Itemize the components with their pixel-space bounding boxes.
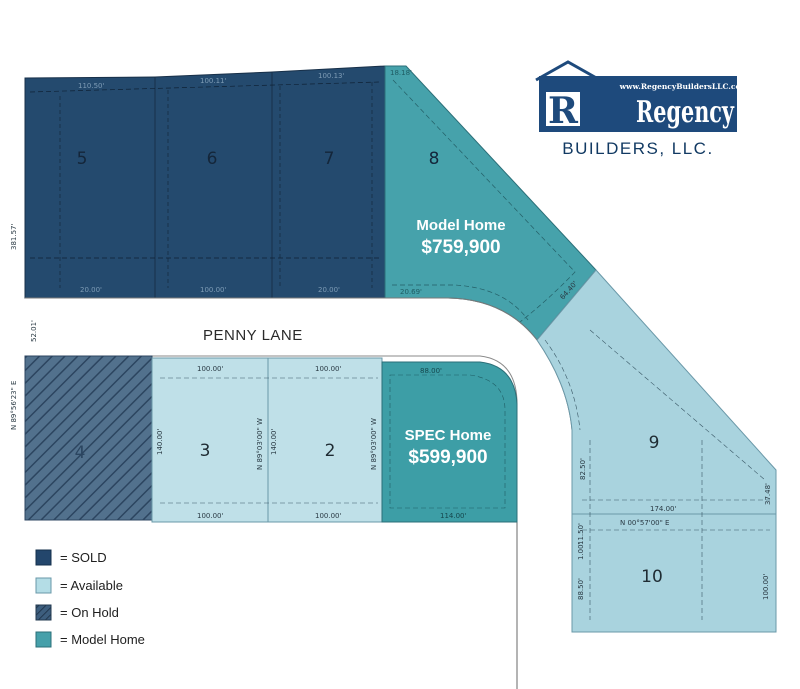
north-block <box>24 65 597 341</box>
house-roof-icon <box>535 60 601 82</box>
dim-lot10-left: 88.50' <box>577 578 585 600</box>
dim-lot7-bottom: 20.00' <box>318 286 340 294</box>
dim-lot2-side: 140.00' <box>270 429 278 455</box>
lot-6-label: 6 <box>207 149 218 169</box>
dim-bearing-lot3: N 89°03'00" W <box>256 418 264 470</box>
dim-lot8-top: 18.18' <box>390 69 412 77</box>
lot-2-parcel[interactable] <box>267 357 383 523</box>
lot-3-parcel[interactable] <box>151 357 269 523</box>
model-home-callout: Model Home $759,900 <box>416 217 505 258</box>
spec-home-title: SPEC Home <box>405 427 492 444</box>
legend-label-on-hold: = On Hold <box>60 605 119 620</box>
east-block <box>536 269 777 633</box>
lot-4-parcel[interactable] <box>24 355 153 521</box>
regency-builders-logo[interactable]: R www.RegencyBuildersLLC.com Regency BUI… <box>535 60 749 158</box>
dim-lot6-top: 100.11' <box>200 77 226 85</box>
dim-lot5-top: 110.50' <box>78 82 104 90</box>
model-home-price: $759,900 <box>421 237 500 258</box>
lot-4-label: 4 <box>75 443 86 463</box>
dim-lot7-top: 100.13' <box>318 72 344 80</box>
spec-home-price: $599,900 <box>408 447 487 468</box>
dim-lot2-bottom: 100.00' <box>315 512 341 520</box>
lot-labels: 5 6 7 8 4 3 2 9 10 <box>75 149 663 587</box>
dim-spec-bottom: 114.00' <box>440 512 466 520</box>
lot-9-parcel[interactable] <box>536 269 777 515</box>
lot-7-label: 7 <box>324 149 335 169</box>
status-legend: = SOLD = Available = On Hold = Model Hom… <box>35 549 145 648</box>
logo-url: www.RegencyBuildersLLC.com <box>619 82 749 91</box>
lot-7-parcel[interactable] <box>271 65 386 299</box>
dim-street-width: 52.01' <box>30 320 38 342</box>
lot-9-label: 9 <box>649 433 660 453</box>
legend-label-model-home: = Model Home <box>60 632 145 647</box>
dim-lot9-bottom: 174.00' <box>650 505 676 513</box>
dim-lot3-bottom: 100.00' <box>197 512 223 520</box>
dim-lot6-bottom: 100.00' <box>200 286 226 294</box>
dim-bearing-left: N 89°56'23" E <box>10 381 18 430</box>
spec-home-callout: SPEC Home $599,900 <box>405 427 492 468</box>
logo-monogram-box <box>546 92 580 126</box>
model-home-title: Model Home <box>416 217 505 234</box>
legend-swatch-on-hold <box>35 604 52 621</box>
logo-monogram-icon: R <box>548 90 579 132</box>
dim-lot10-small-1: 11.50' <box>577 523 585 545</box>
lot-5-parcel[interactable] <box>24 76 156 299</box>
lot-2-label: 2 <box>325 441 336 461</box>
dim-lot9-left: 82.50' <box>579 458 587 480</box>
lot-8-label: 8 <box>429 149 440 169</box>
legend-swatch-sold <box>35 549 52 566</box>
dim-lot9-right: 37.48' <box>764 483 772 505</box>
dim-lot5-bottom: 20.00' <box>80 286 102 294</box>
spec-lot-parcel[interactable] <box>381 361 518 523</box>
dim-lot8-bottom: 20.69' <box>400 288 422 296</box>
survey-dimensions: 381.57' 52.01' N 89°56'23" E 110.50' 100… <box>10 69 772 600</box>
dim-lot10-right: 100.00' <box>762 574 770 600</box>
lot-6-parcel[interactable] <box>154 71 273 299</box>
dim-bearing-lot9: N 00°57'00" E <box>620 519 669 527</box>
dim-spec-top: 88.00' <box>420 367 442 375</box>
dim-lot2-top: 100.00' <box>315 365 341 373</box>
dim-lot10-small-2: 1.00' <box>577 542 585 560</box>
dim-left-side: 381.57' <box>10 224 18 250</box>
lot-10-parcel[interactable] <box>571 513 777 633</box>
dim-lot3-side: 140.00' <box>156 429 164 455</box>
legend-label-sold: = SOLD <box>60 550 107 565</box>
logo-subtitle: BUILDERS, LLC. <box>562 139 713 158</box>
legend-swatch-available <box>35 577 52 594</box>
lot-3-label: 3 <box>200 441 211 461</box>
south-block <box>24 355 518 523</box>
lot-10-label: 10 <box>641 567 663 587</box>
dim-lot3-top: 100.00' <box>197 365 223 373</box>
dim-bearing-lot2: N 89°03'00" W <box>370 418 378 470</box>
legend-swatch-model-home <box>35 631 52 648</box>
lot-5-label: 5 <box>77 149 88 169</box>
legend-label-available: = Available <box>60 578 123 593</box>
logo-name: Regency <box>636 95 735 130</box>
street-name: PENNY LANE <box>203 327 303 344</box>
